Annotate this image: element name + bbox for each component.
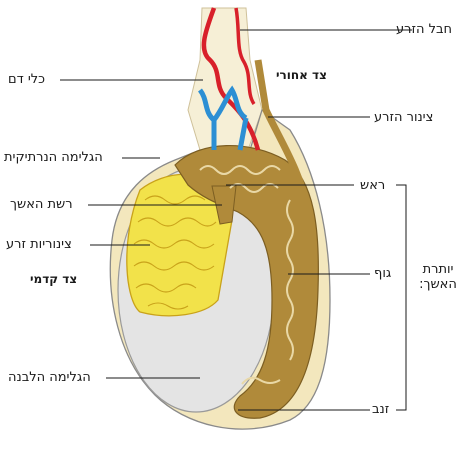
- label-head: ראש: [360, 178, 385, 193]
- label-seminiferous-tubules: צינוריות זרע: [6, 237, 72, 252]
- label-tail: זנב: [372, 402, 389, 417]
- label-body: גוף: [374, 266, 391, 281]
- label-vas-deferens: צינור הזרע: [374, 110, 433, 125]
- label-tunica-vaginalis: הגלימה הנרתיקית: [4, 150, 103, 165]
- label-epididymis: יותרת האשך:: [408, 262, 466, 292]
- label-blood-vessels: כלי דם: [8, 72, 45, 87]
- label-epididymis-line1: יותרת: [408, 262, 466, 277]
- label-posterior-side: צד אחורי: [276, 68, 327, 83]
- label-epididymis-line2: האשך:: [408, 277, 466, 292]
- label-anterior-side: צד קדמי: [30, 272, 77, 287]
- label-rete-testis: רשת האשך: [10, 197, 73, 212]
- label-spermatic-cord: חבל הזרע: [396, 22, 452, 37]
- label-tunica-albuginea: הגלימה הלבנה: [8, 370, 91, 385]
